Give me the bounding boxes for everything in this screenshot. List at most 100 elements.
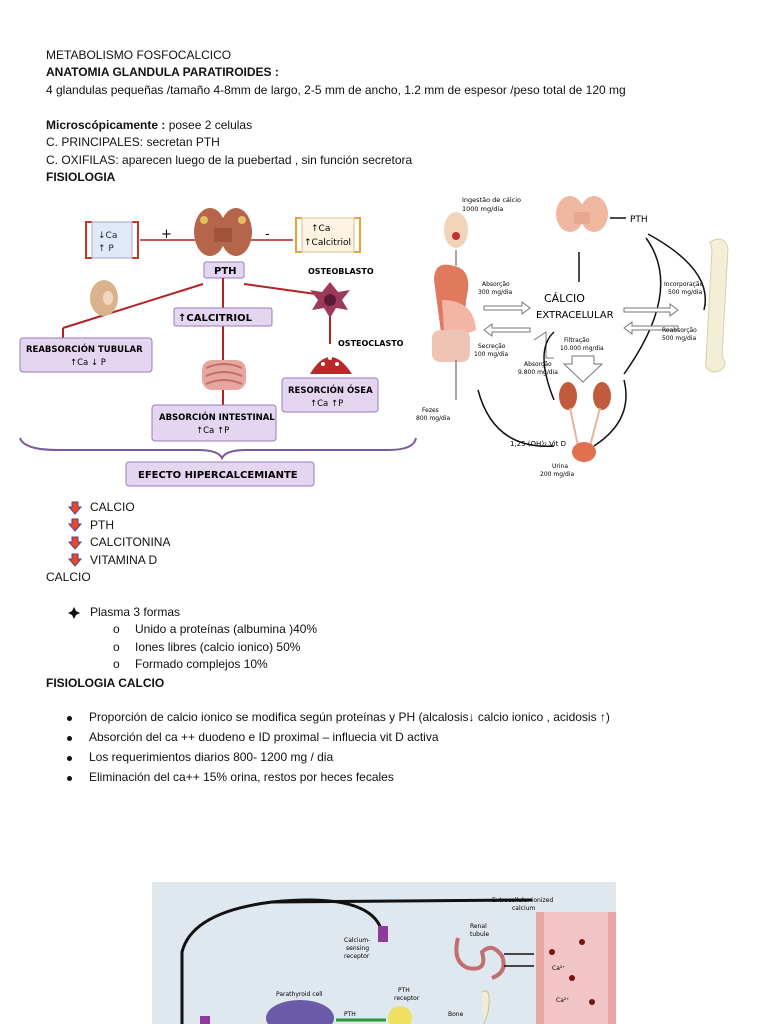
- head-icon: [444, 212, 468, 248]
- plasma-form-albumina: Unido a proteínas (albumina )40%: [135, 622, 318, 636]
- doc-title: METABOLISMO FOSFOCALCICO: [46, 48, 232, 62]
- absorcao-label: Absorção: [482, 281, 510, 288]
- high-ca-text: ↑Ca: [311, 224, 330, 234]
- pth-receptor-label-1: PTH: [398, 987, 410, 994]
- plasma-form-complejos: Formado complejos 10%: [135, 657, 268, 671]
- down-arrow-bullet-icon: [68, 553, 82, 568]
- micro-line: Microscópicamente : posee 2 celulas: [46, 117, 252, 135]
- down-arrow-bullet-icon: [68, 536, 82, 550]
- minus-sign: -: [265, 227, 270, 242]
- bone-label: Bone: [448, 1011, 464, 1018]
- pth-label: PTH: [214, 266, 237, 277]
- parathyroid-label: Parathyroid cell: [276, 991, 323, 998]
- topic-pth: PTH: [90, 517, 114, 532]
- sensing-label-1: Calcium-: [344, 937, 370, 944]
- kidney-icon: [90, 280, 118, 316]
- resorcion-effect: ↑Ca ↑P: [310, 399, 343, 409]
- pth-label-right: PTH: [630, 215, 648, 225]
- list-item: o Unido a proteínas (albumina )40%: [113, 621, 317, 639]
- calcio-extracelular-subtitle: EXTRACELULAR: [536, 310, 614, 321]
- list-item: Los requerimientos diarios 800- 1200 mg …: [64, 748, 610, 768]
- diamond-bullet-icon: [68, 606, 80, 619]
- plasma-item: Plasma 3 formas: [68, 604, 180, 622]
- down-arrow-bullet-icon: [68, 501, 82, 515]
- bone-icon: [705, 238, 729, 373]
- absorcion-title: ABSORCIÓN INTESTINAL: [159, 411, 275, 423]
- pth-effects-diagram: ↓Ca ↑ P + - ↑Ca ↑Calcitriol PTH: [18, 200, 418, 492]
- high-ca-box: [301, 217, 355, 253]
- point-absorcion: Absorción del ca ++ duodeno e ID proxima…: [89, 730, 439, 745]
- list-item: PTH: [68, 517, 170, 535]
- ca-label-1: Ca²⁺: [552, 965, 565, 972]
- reabsorcion-title: REABSORCIÓN TUBULAR: [26, 343, 143, 355]
- ca-label-2: Ca²⁺: [556, 997, 569, 1004]
- resorcion-box: [281, 377, 379, 413]
- resorcion-title: RESORCIÓN ÓSEA: [288, 384, 373, 396]
- list-item: Absorción del ca ++ duodeno e ID proxima…: [64, 728, 610, 748]
- digestive-tract-icon: [432, 264, 476, 362]
- ingestao-label: Ingestão de cálcio: [462, 196, 521, 204]
- pth-receptor-label-2: receptor: [394, 995, 420, 1002]
- list-item: o Iones libres (calcio ionico) 50%: [113, 639, 317, 657]
- parathyroid-gland-icon: [194, 208, 252, 256]
- absorcao9-value: 9.800 mg/dia: [518, 369, 558, 376]
- incorporacao-value: 500 mg/dia: [668, 289, 703, 296]
- list-item: CALCITONINA: [68, 534, 170, 552]
- ingestao-value: 1000 mg/dia: [462, 205, 503, 213]
- plus-sign: +: [161, 227, 172, 242]
- absorcion-effect: ↑Ca ↑P: [196, 426, 229, 436]
- dot-bullet-icon: [67, 755, 72, 761]
- osteoblast-icon: [310, 282, 350, 318]
- dot-bullet-icon: [67, 735, 72, 741]
- low-ca-box: [91, 221, 133, 259]
- point-requerimientos: Los requerimientos diarios 800- 1200 mg …: [89, 750, 334, 765]
- renal-label-1: Renal: [470, 923, 487, 930]
- absorcao-value: 300 mg/dia: [478, 289, 513, 296]
- point-eliminacion: Eliminación del ca++ 15% orina, restos p…: [89, 770, 394, 785]
- sensing-label-3: receptor: [344, 953, 370, 960]
- dot-bullet-icon: [67, 715, 72, 721]
- extracellular-label-2: calcium: [512, 905, 535, 912]
- renal-tubule-icon: [454, 937, 506, 980]
- calcio-extracelular-title: CÁLCIO: [544, 292, 585, 305]
- pth-receptor-icon: [388, 1006, 412, 1024]
- reabsorcao-label: Reabsorção: [662, 327, 697, 334]
- thyroid-icon: [556, 196, 608, 232]
- point-proporcion: Proporción de calcio ionico se modifica …: [89, 710, 610, 725]
- topic-vitamina-d: VITAMINA D: [90, 552, 158, 567]
- calcitriol-label: ↑CALCITRIOL: [178, 313, 253, 324]
- pth-arrow-label: PTH: [344, 1011, 356, 1018]
- oxifilas-line: C. OXIFILAS: aparecen luego de la pueber…: [46, 153, 413, 167]
- circle-bullet-icon: o: [113, 657, 120, 671]
- parathyroid-cell-icon: [266, 1000, 334, 1024]
- anatomy-heading: ANATOMIA GLANDULA PARATIROIDES :: [46, 65, 279, 79]
- filtracao-label: Filtração: [564, 337, 590, 344]
- dot-bullet-icon: [67, 775, 72, 781]
- list-item: Eliminación del ca++ 15% orina, restos p…: [64, 768, 610, 788]
- topic-calcio: CALCIO: [90, 500, 135, 514]
- calcitriol-box: [173, 307, 273, 327]
- topic-calcitonina: CALCITONINA: [90, 535, 171, 549]
- list-item: Proporción de calcio ionico se modifica …: [64, 708, 610, 728]
- list-item: CALCIO: [68, 499, 170, 517]
- reabsorcion-effect: ↑Ca ↓ P: [70, 358, 106, 368]
- urina-label: Urina: [552, 463, 568, 470]
- calcium-balance-diagram: Ingestão de cálcio 1000 mg/dia PTH: [414, 190, 748, 482]
- circle-bullet-icon: o: [113, 639, 120, 654]
- micro-text: posee 2 celulas: [165, 118, 253, 132]
- calcio-heading: CALCIO: [46, 570, 91, 584]
- renal-label-2: tubule: [470, 931, 489, 938]
- secrecao-value: 100 mg/dia: [474, 351, 509, 358]
- efecto-box: [125, 461, 315, 487]
- topic-list: CALCIO PTH CALCITONINA VITAMINA D: [68, 499, 170, 569]
- reabsorcao-value: 500 mg/dia: [662, 335, 697, 342]
- circle-bullet-icon: o: [113, 622, 120, 636]
- high-calcitriol-text: ↑Calcitriol: [304, 238, 351, 248]
- incorporacao-label: Incorporação: [664, 281, 704, 288]
- plasma-label: Plasma 3 formas: [90, 605, 181, 619]
- list-item: VITAMINA D: [68, 552, 170, 570]
- plasma-form-iones: Iones libres (calcio ionico) 50%: [135, 639, 301, 654]
- osteoclasto-label: OSTEOCLASTO: [338, 339, 404, 348]
